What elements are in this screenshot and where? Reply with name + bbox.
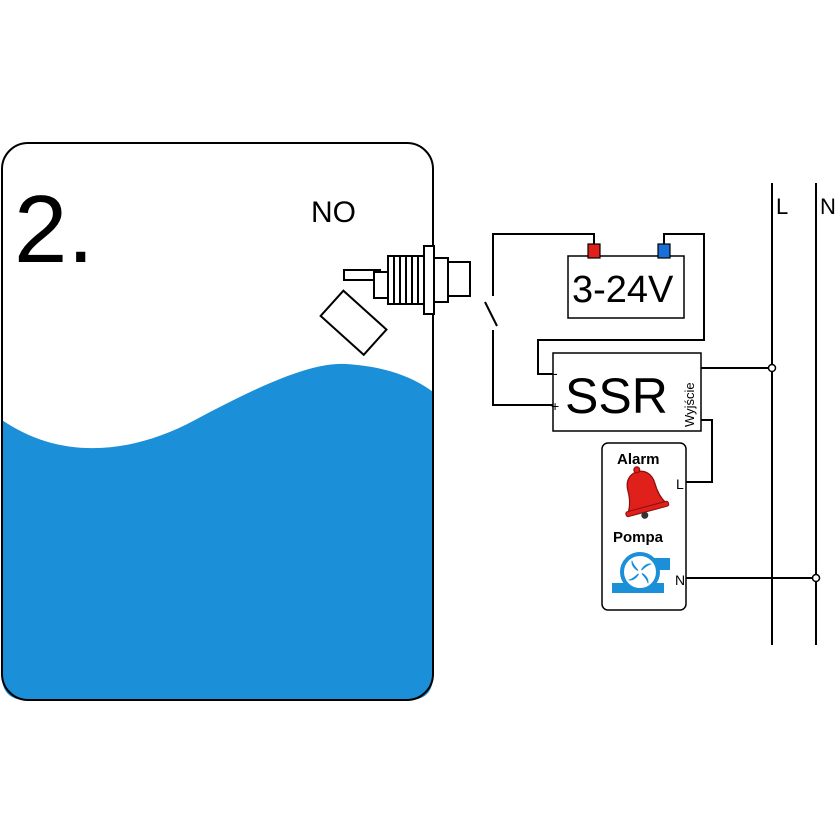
negative-terminal <box>657 243 671 259</box>
tank: 2. NO <box>1 142 434 701</box>
load-l-terminal: L <box>676 476 684 492</box>
tank-outline <box>1 142 434 701</box>
ssr-output-label: Wyjście <box>682 382 697 427</box>
voltage-label: 3-24V <box>572 269 674 311</box>
water <box>2 363 433 700</box>
float-switch-icon <box>319 245 471 357</box>
power-supply: 3-24V <box>567 243 685 319</box>
load-box: Alarm L Pompa N <box>601 442 687 611</box>
pump-fan-icon <box>612 552 670 593</box>
ssr-plus-label: + <box>551 398 559 414</box>
mains-n-label: N <box>820 194 836 219</box>
positive-terminal <box>587 243 601 259</box>
wiring <box>484 183 817 645</box>
pump-label: Pompa <box>613 529 664 546</box>
bell-icon <box>625 466 670 519</box>
ssr-label: SSR <box>565 368 668 424</box>
load-n-terminal: N <box>675 572 685 588</box>
alarm-label: Alarm <box>617 451 660 468</box>
ssr-relay: - + SSR Wyjście <box>551 352 702 432</box>
mains-l-label: L <box>776 194 788 219</box>
ssr-minus-label: - <box>553 365 558 381</box>
contact-type-label: NO <box>311 196 356 229</box>
step-number: 2. <box>14 176 94 283</box>
junction-dot-l <box>767 363 777 373</box>
junction-dot-n <box>811 573 821 583</box>
